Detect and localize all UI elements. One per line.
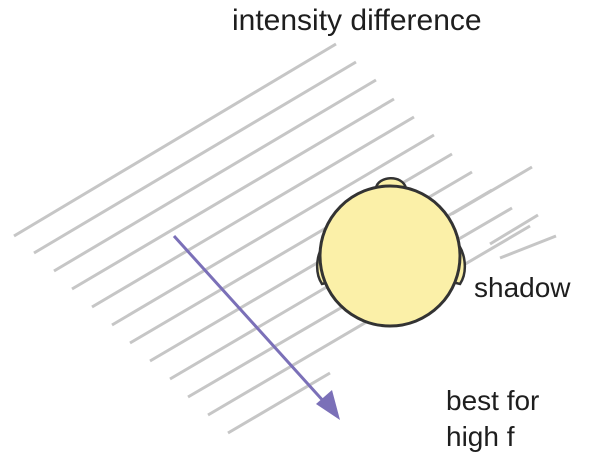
wavefront-line — [71, 97, 395, 291]
shadow-label: shadow — [474, 272, 571, 303]
wavefront-line — [499, 234, 557, 260]
propagation-arrow — [172, 234, 340, 420]
arrow-shaft — [172, 234, 328, 406]
wavefront-line — [227, 371, 331, 435]
wavefront-line — [451, 165, 533, 216]
wavefront-line — [53, 78, 377, 273]
best-for-high-f-label: best for high f — [446, 383, 539, 455]
wavefront-line — [489, 213, 539, 246]
wavefront-lines — [13, 42, 557, 435]
wavefront-line — [91, 115, 415, 309]
high-f-line: high f — [446, 421, 515, 452]
arrow-head — [316, 390, 340, 420]
wavefront-line — [33, 60, 357, 255]
wavefront-line — [13, 42, 337, 238]
diagram-title: intensity difference — [232, 4, 482, 37]
wavefront-line — [111, 133, 435, 327]
head-top-view — [315, 177, 467, 328]
best-for-line: best for — [446, 385, 540, 416]
head-circle — [318, 184, 462, 328]
